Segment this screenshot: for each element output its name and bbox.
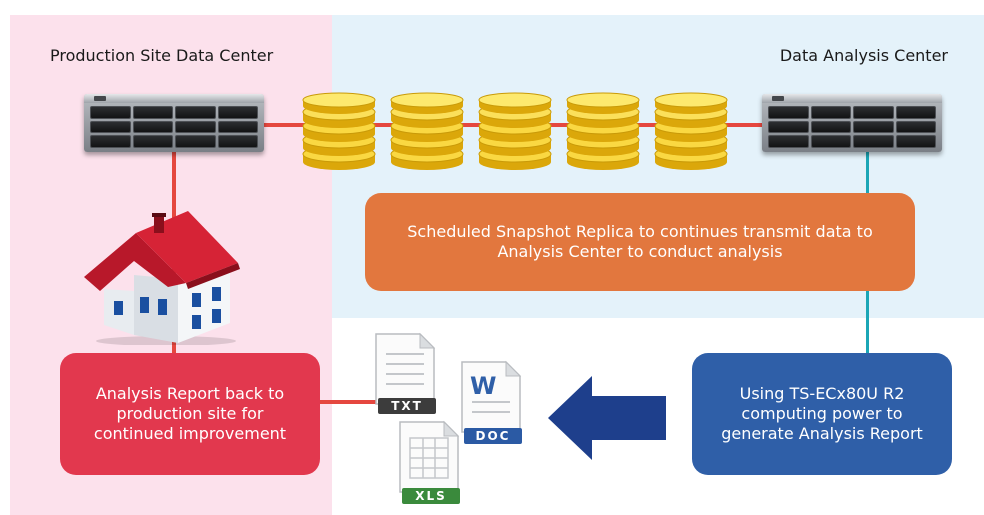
analysis-nas-server-icon: [762, 94, 942, 152]
txt-file-icon: TXT: [374, 332, 440, 420]
database-icon: [654, 92, 728, 170]
report-to-files-link: [318, 400, 380, 404]
snapshot-replica-box: Scheduled Snapshot Replica to continues …: [365, 193, 915, 291]
database-icon: [478, 92, 552, 170]
production-site-title: Production Site Data Center: [50, 46, 274, 65]
doc-file-label: DOC: [464, 428, 522, 444]
production-nas-server-icon: [84, 94, 264, 152]
data-analysis-title: Data Analysis Center: [779, 46, 948, 65]
analysis-report-box: Analysis Report back to production site …: [60, 353, 320, 475]
doc-file-icon: W DOC: [460, 360, 526, 452]
computing-power-box: Using TS-ECx80U R2 computing power to ge…: [692, 353, 952, 475]
arrow-left-icon: [548, 376, 666, 460]
database-icon: [302, 92, 376, 170]
xls-file-label: XLS: [402, 488, 460, 504]
database-icon: [566, 92, 640, 170]
house-icon: [84, 211, 240, 345]
analysis-to-replica-link: [866, 150, 869, 195]
database-icon: [390, 92, 464, 170]
doc-word-letter: W: [470, 372, 497, 400]
xls-file-icon: XLS: [398, 420, 464, 512]
txt-file-label: TXT: [378, 398, 436, 414]
replica-to-compute-link: [866, 290, 869, 355]
